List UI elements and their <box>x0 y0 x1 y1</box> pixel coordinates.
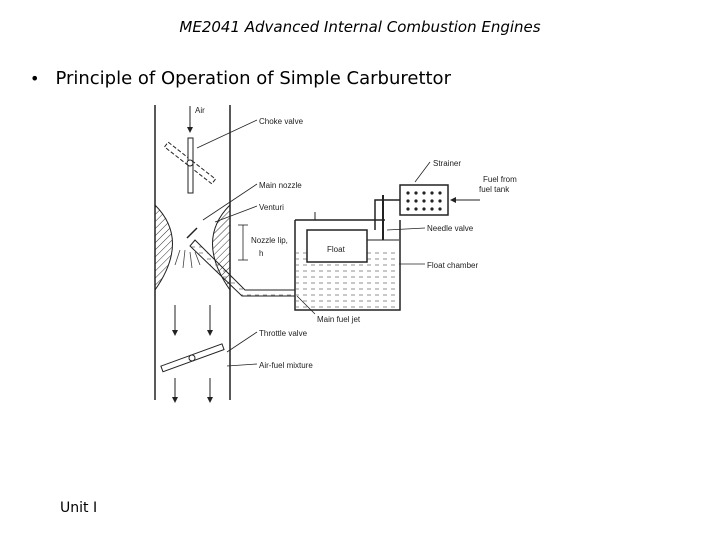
label-air-fuel-mixture: Air-fuel mixture <box>259 361 313 370</box>
fuel-passage <box>189 239 296 297</box>
label-float: Float <box>327 245 346 254</box>
label-air: Air <box>195 106 205 115</box>
venturi-left <box>154 203 173 292</box>
label-nozzle-lip: Nozzle lip, <box>251 236 288 245</box>
carburettor-diagram: Air Choke valve Main nozzle Venturi Nozz… <box>135 100 535 410</box>
label-fuel-from: Fuel from <box>483 175 517 184</box>
choke-valve-pivot <box>186 159 194 167</box>
float-body <box>306 229 368 263</box>
venturi-right <box>212 203 231 292</box>
footer-unit-label: Unit I <box>60 500 98 516</box>
carburettor-diagram-svg: Air Choke valve Main nozzle Venturi Nozz… <box>154 105 517 403</box>
label-float-chamber: Float chamber <box>427 261 478 270</box>
float-chamber-walls <box>294 220 401 311</box>
throttle-valve-pivot <box>188 354 196 362</box>
fuel-spray <box>174 249 201 269</box>
label-needle-valve: Needle valve <box>427 224 474 233</box>
bullet-text: Principle of Operation of Simple Carbure… <box>55 68 451 89</box>
bullet-dot-icon: • <box>30 69 40 88</box>
label-fuel-tank: fuel tank <box>479 185 510 194</box>
strainer-mesh <box>406 191 442 211</box>
label-main-nozzle: Main nozzle <box>259 181 302 190</box>
label-throttle-valve: Throttle valve <box>259 329 308 338</box>
label-strainer: Strainer <box>433 159 461 168</box>
main-nozzle-tip <box>186 227 198 239</box>
label-venturi: Venturi <box>259 203 284 212</box>
fuel-pipe <box>374 199 400 230</box>
label-main-fuel-jet: Main fuel jet <box>317 315 361 324</box>
slide-header-title: ME2041 Advanced Internal Combustion Engi… <box>179 18 541 36</box>
label-nozzle-lip-h: h <box>259 249 263 258</box>
bullet-item: • Principle of Operation of Simple Carbu… <box>30 68 451 89</box>
label-choke-valve: Choke valve <box>259 117 304 126</box>
